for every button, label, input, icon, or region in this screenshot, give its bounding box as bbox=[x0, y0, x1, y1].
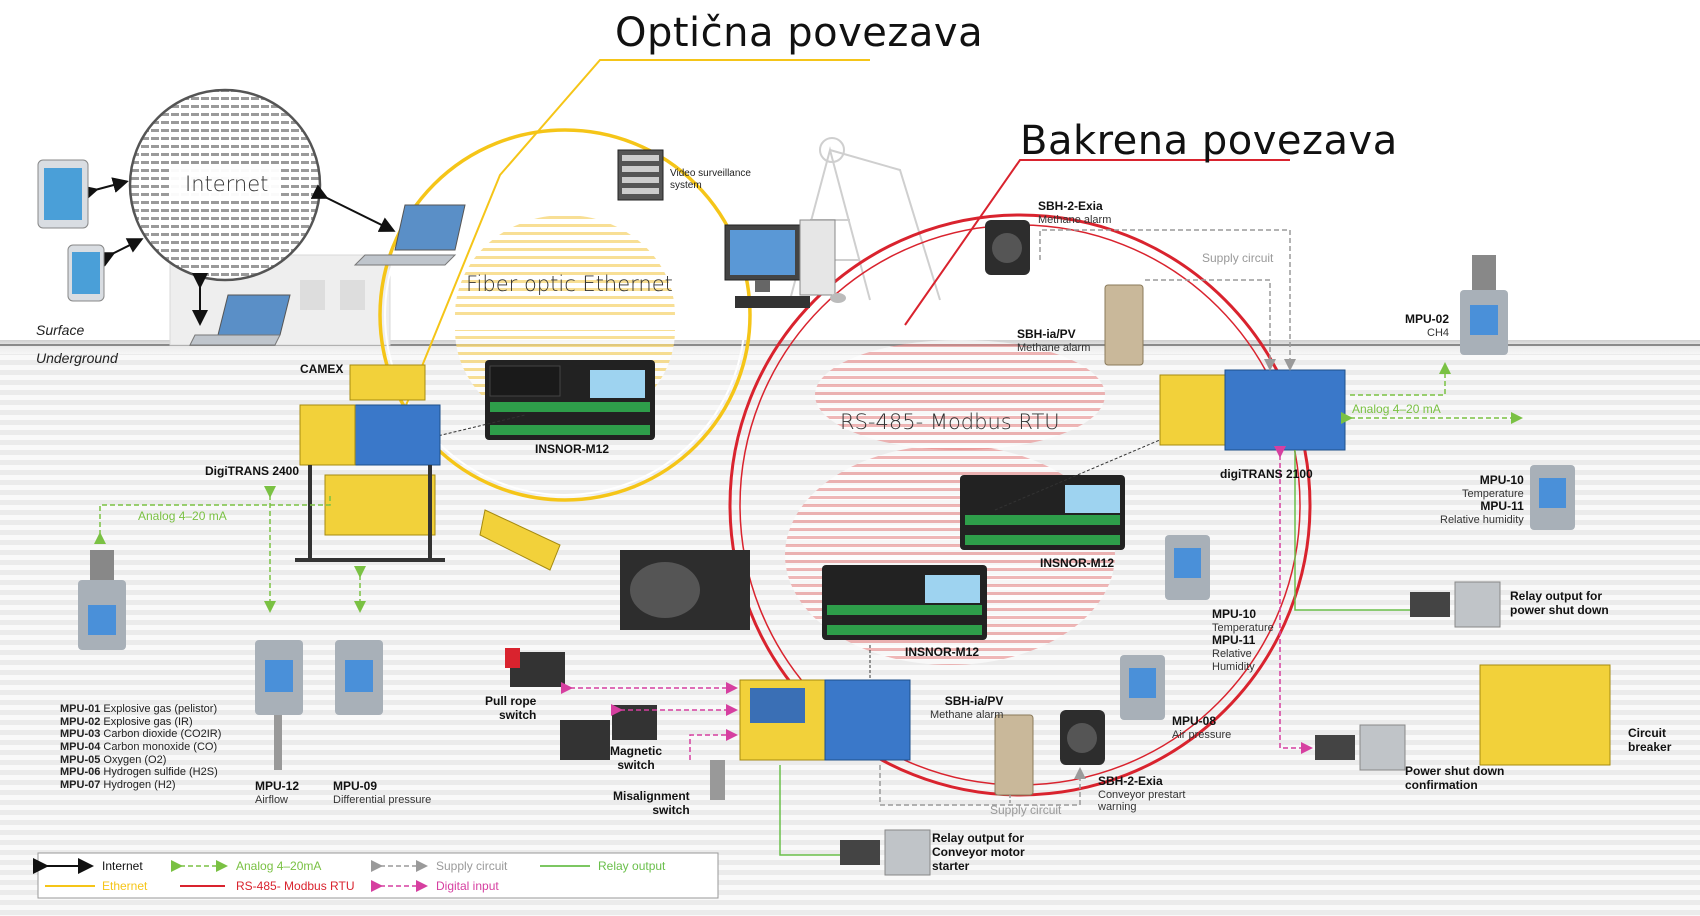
video-line-1: Video surveillance bbox=[670, 168, 751, 179]
fiber-ring-label: Fiber optic Ethernet bbox=[466, 272, 673, 296]
circuit-breaker-label: Circuit breaker bbox=[1628, 726, 1672, 755]
mpu12-name: MPU-12 bbox=[255, 779, 300, 793]
insnor-top-label: INSNOR-M12 bbox=[535, 442, 610, 456]
list-item: MPU-07 Hydrogen (H2) bbox=[60, 778, 176, 791]
sbh2-low-name: SBH-2-Exia bbox=[1098, 774, 1163, 788]
relay-conveyor-line-1: Relay output for bbox=[932, 831, 1024, 845]
rs485-ring-label: RS-485- Modbus RTU bbox=[840, 410, 1060, 434]
list-item: MPU-01 Explosive gas (pelistor) bbox=[60, 703, 218, 715]
mpu11-mid-desc-1: Relative bbox=[1212, 648, 1252, 661]
pull-rope-label: Pull rope switch bbox=[485, 694, 537, 723]
video-line-2: system bbox=[670, 179, 702, 191]
sbh2-low-desc-1: Conveyor prestart bbox=[1098, 788, 1186, 801]
sbh2-top-label: SBH-2-Exia Methane alarm bbox=[1038, 199, 1112, 226]
legend-analog: Analog 4–20mA bbox=[236, 859, 322, 873]
power-confirm-line-2: confirmation bbox=[1405, 777, 1478, 792]
sbhia-low-desc: Methane alarm bbox=[930, 708, 1004, 721]
sbhia-top-name: SBH-ia/PV bbox=[1017, 327, 1076, 341]
sbhia-low-name: SBH-ia/PV bbox=[944, 694, 1004, 708]
mpu08-name: MPU-08 bbox=[1172, 714, 1217, 728]
mpu11-mid-desc-2: Humidity bbox=[1212, 660, 1255, 673]
power-confirm-label: Power shut down confirmation bbox=[1405, 764, 1505, 793]
sbhia-top-label: SBH-ia/PV Methane alarm bbox=[1017, 327, 1091, 354]
relay-power-line-1: Relay output for bbox=[1510, 589, 1602, 603]
sbh2-low-label: SBH-2-Exia Conveyor prestart warning bbox=[1098, 774, 1186, 814]
sbhia-top-desc: Methane alarm bbox=[1017, 341, 1091, 354]
mpu09-desc: Differential pressure bbox=[333, 793, 432, 806]
underground-label: Underground bbox=[36, 350, 118, 366]
mpu02-name: MPU-02 bbox=[1405, 312, 1450, 326]
insnor-low-label: INSNOR-M12 bbox=[905, 645, 980, 659]
list-item: MPU-05 Oxygen (O2) bbox=[60, 753, 167, 766]
power-confirm-line-1: Power shut down bbox=[1405, 764, 1505, 778]
sbh2-top-desc: Methane alarm bbox=[1038, 213, 1112, 226]
digitrans2400-label: DigiTRANS 2400 bbox=[205, 464, 300, 478]
circuit-breaker-line-2: breaker bbox=[1628, 739, 1672, 754]
relay-power-line-2: power shut down bbox=[1510, 602, 1609, 617]
camex-label: CAMEX bbox=[300, 362, 344, 376]
list-item: MPU-03 Carbon dioxide (CO2IR) bbox=[60, 728, 222, 741]
pull-rope-line-2: switch bbox=[499, 707, 537, 722]
relay-power-label: Relay output for power shut down bbox=[1510, 589, 1609, 618]
digitrans2100-label: digiTRANS 2100 bbox=[1220, 467, 1313, 481]
list-item: MPU-06 Hydrogen sulfide (H2S) bbox=[60, 766, 218, 779]
mpu11-mid-name: MPU-11 bbox=[1212, 633, 1256, 648]
legend-relay: Relay output bbox=[598, 859, 666, 873]
mpu12-label: MPU-12 Airflow bbox=[255, 779, 300, 806]
relay-conveyor-line-3: starter bbox=[932, 858, 970, 873]
mpu10-mid-desc: Temperature bbox=[1212, 621, 1274, 634]
mpu10-right-label: MPU-10 Temperature MPU-11 Relative humid… bbox=[1440, 473, 1524, 527]
misalign-line-2: switch bbox=[652, 802, 690, 817]
mpu10-right-desc: Temperature bbox=[1462, 487, 1524, 500]
mpu09-name: MPU-09 bbox=[333, 779, 378, 793]
mpu02-label: MPU-02 CH4 bbox=[1405, 312, 1450, 339]
copper-title: Bakrena povezava bbox=[1020, 118, 1398, 164]
insnor-mid-label: INSNOR-M12 bbox=[1040, 556, 1115, 570]
relay-conveyor-label: Relay output for Conveyor motor starter bbox=[932, 831, 1025, 873]
mpu02-desc: CH4 bbox=[1427, 326, 1450, 339]
legend-digital: Digital input bbox=[436, 879, 499, 893]
analog-right-label: Analog 4–20 mA bbox=[1352, 402, 1441, 416]
mpu08-label: MPU-08 Air pressure bbox=[1172, 714, 1232, 741]
sbh2-low-desc-2: warning bbox=[1098, 801, 1137, 814]
circuit-breaker-line-1: Circuit bbox=[1628, 726, 1667, 740]
relay-conveyor-line-2: Conveyor motor bbox=[932, 844, 1025, 859]
legend-supply: Supply circuit bbox=[436, 859, 508, 873]
list-item: MPU-02 Explosive gas (IR) bbox=[60, 715, 193, 728]
mpu10-right-name: MPU-10 bbox=[1479, 473, 1524, 487]
surface-label: Surface bbox=[36, 322, 85, 338]
mpu11-right-desc: Relative humidity bbox=[1440, 514, 1524, 527]
analog-left-label: Analog 4–20 mA bbox=[138, 509, 227, 523]
mpu-list: MPU-01 Explosive gas (pelistor) MPU-02 E… bbox=[60, 703, 221, 791]
optical-title: Optična povezava bbox=[615, 10, 984, 56]
sbh2-top-name: SBH-2-Exia bbox=[1038, 199, 1103, 213]
misalign-line-1: Misalignment bbox=[613, 789, 690, 803]
legend-rs485: RS-485- Modbus RTU bbox=[236, 879, 355, 893]
sbhia-low-label: SBH-ia/PV Methane alarm bbox=[930, 694, 1004, 721]
mpu11-right-name: MPU-11 bbox=[1480, 499, 1524, 514]
supply-low-label: Supply circuit bbox=[990, 803, 1062, 817]
magnetic-line-1: Magnetic bbox=[610, 744, 663, 758]
mpu12-desc: Airflow bbox=[255, 793, 289, 806]
list-item: MPU-04 Carbon monoxide (CO) bbox=[60, 740, 218, 753]
mpu10-mid-name: MPU-10 bbox=[1212, 607, 1257, 621]
legend-internet: Internet bbox=[102, 859, 143, 873]
magnetic-label: Magnetic switch bbox=[610, 744, 663, 773]
supply-top-label: Supply circuit bbox=[1202, 251, 1274, 265]
legend-ethernet: Ethernet bbox=[102, 879, 148, 893]
magnetic-line-2: switch bbox=[617, 757, 655, 772]
pull-rope-line-1: Pull rope bbox=[485, 694, 537, 708]
misalign-label: Misalignment switch bbox=[613, 789, 690, 818]
mpu08-desc: Air pressure bbox=[1172, 728, 1232, 741]
internet-label: Internet bbox=[185, 172, 269, 196]
video-surveillance-label: Video surveillance system bbox=[670, 168, 751, 191]
mpu10-mid-label: MPU-10 Temperature MPU-11 Relative Humid… bbox=[1212, 607, 1274, 674]
mpu09-label: MPU-09 Differential pressure bbox=[333, 779, 432, 806]
